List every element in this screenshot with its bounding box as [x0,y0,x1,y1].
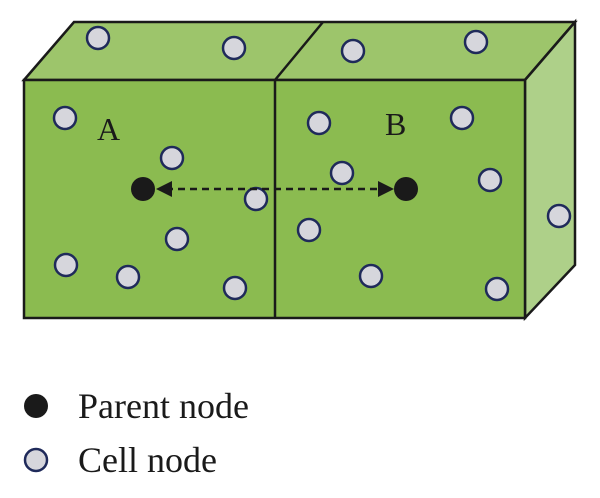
cell-node [463,29,489,55]
cell-node [222,275,248,301]
label-b: B [385,106,406,142]
cell-node [53,252,79,278]
cell-node [340,38,366,64]
cell-node-marker-icon [23,447,49,473]
parent-node-a [131,177,155,201]
cell-node [115,264,141,290]
legend-item-cell: Cell node [20,438,420,482]
cell-node [164,226,190,252]
cell-node [296,217,322,243]
cell-node [477,167,503,193]
cell-node [159,145,185,171]
legend-label-parent: Parent node [78,386,249,426]
legend-label-cell: Cell node [78,440,217,480]
cell-node [358,263,384,289]
cell-nodes [52,25,572,302]
cell-node [306,110,332,136]
cell-node [221,35,247,61]
cube-diagram: A B [21,18,578,322]
cell-node [546,203,572,229]
arrowhead-left [156,181,172,197]
cell-node [484,276,510,302]
cell-node [243,186,269,212]
parent-node-marker-icon [24,394,48,418]
cell-node [85,25,111,51]
cell-node [329,160,355,186]
divider-top [274,21,324,81]
arrowhead-right [378,181,394,197]
parent-node-b [394,177,418,201]
label-a: A [97,111,120,147]
cell-node [449,105,475,131]
legend-item-parent: Parent node [20,384,420,428]
cell-node [52,105,78,131]
